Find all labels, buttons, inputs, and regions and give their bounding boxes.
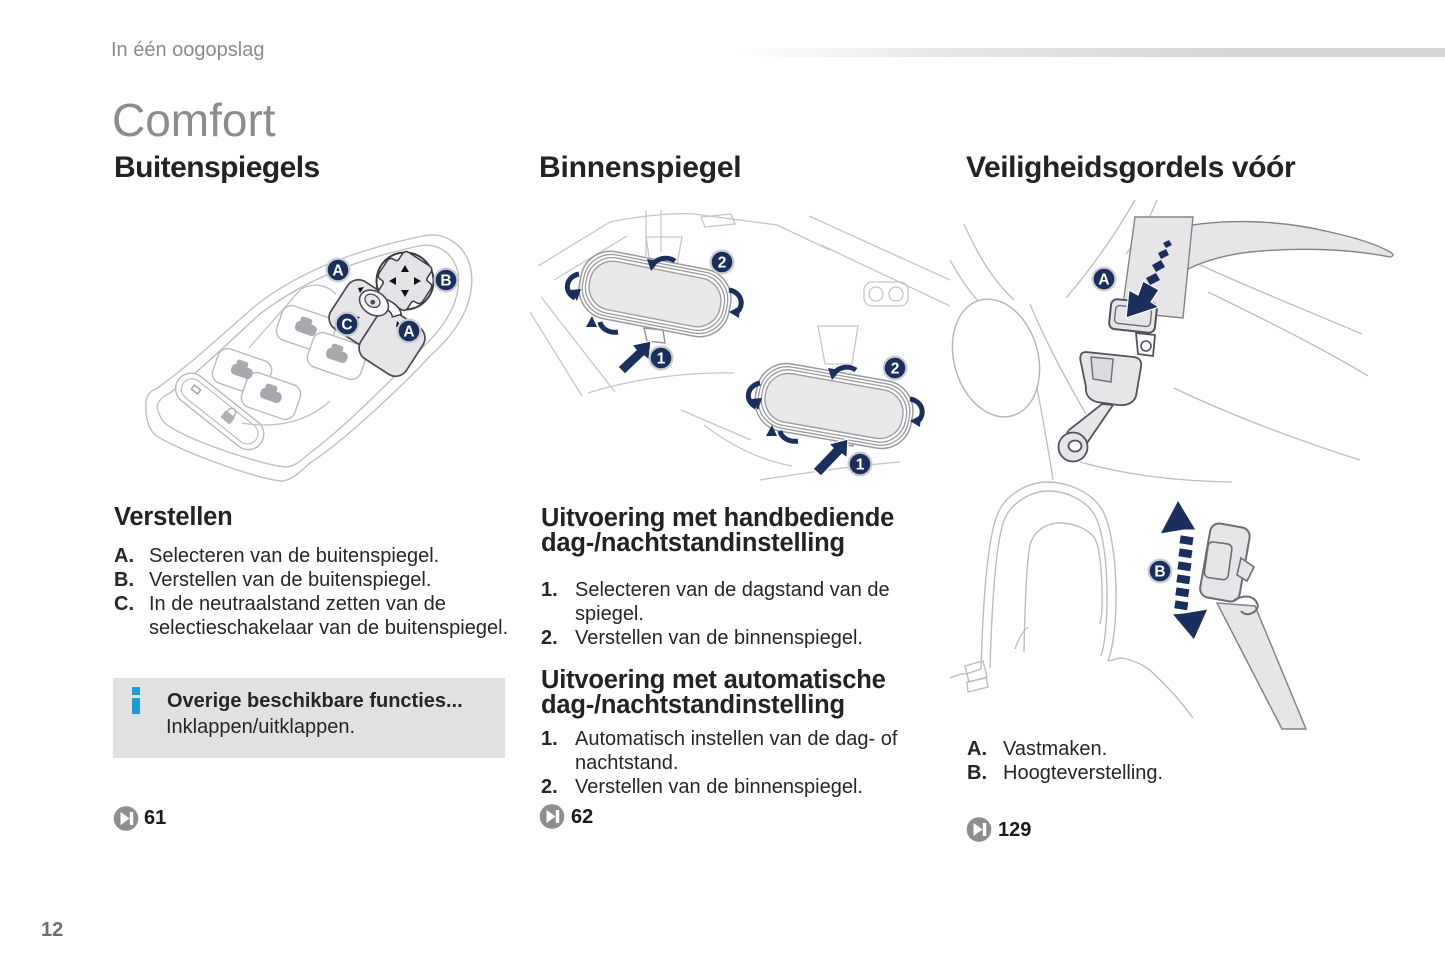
svg-text:2: 2 xyxy=(718,255,727,272)
svg-text:1: 1 xyxy=(657,351,666,368)
svg-text:A: A xyxy=(332,263,343,280)
svg-text:C: C xyxy=(341,317,352,334)
svg-text:1: 1 xyxy=(856,457,865,474)
svg-text:A: A xyxy=(403,324,414,341)
svg-text:2: 2 xyxy=(891,361,900,378)
svg-text:B: B xyxy=(1154,564,1165,581)
svg-text:B: B xyxy=(440,273,451,290)
svg-text:A: A xyxy=(1098,272,1109,289)
